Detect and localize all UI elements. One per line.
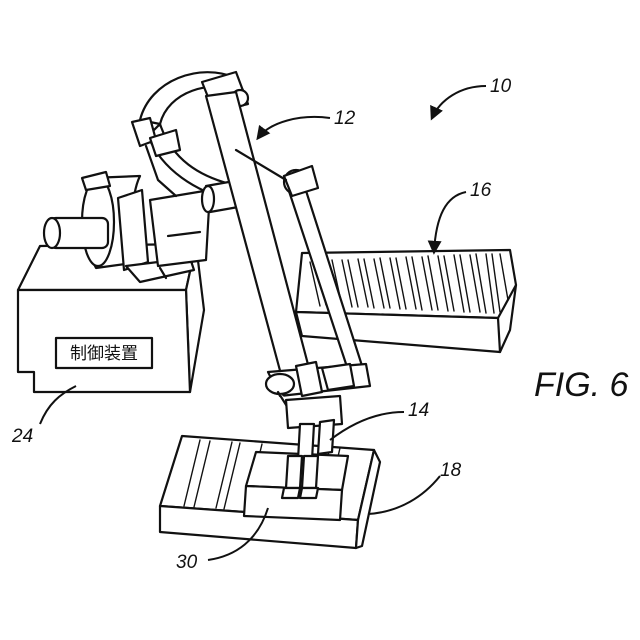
ref-12: 12 bbox=[258, 108, 356, 138]
svg-text:24: 24 bbox=[11, 426, 33, 447]
svg-text:30: 30 bbox=[176, 552, 198, 573]
svg-text:18: 18 bbox=[440, 460, 462, 481]
ref-10: 10 bbox=[432, 76, 512, 118]
controller-label: 制御装置 bbox=[70, 344, 138, 364]
svg-text:14: 14 bbox=[408, 400, 429, 421]
svg-text:10: 10 bbox=[490, 76, 512, 97]
ref-16: 16 bbox=[434, 180, 492, 252]
ref-14: 14 bbox=[330, 400, 429, 440]
figure-label: FIG. 6 bbox=[534, 366, 629, 404]
ref-24: 24 bbox=[11, 386, 76, 447]
svg-text:12: 12 bbox=[334, 108, 356, 129]
svg-text:16: 16 bbox=[470, 180, 492, 201]
ref-18: 18 bbox=[368, 460, 462, 514]
